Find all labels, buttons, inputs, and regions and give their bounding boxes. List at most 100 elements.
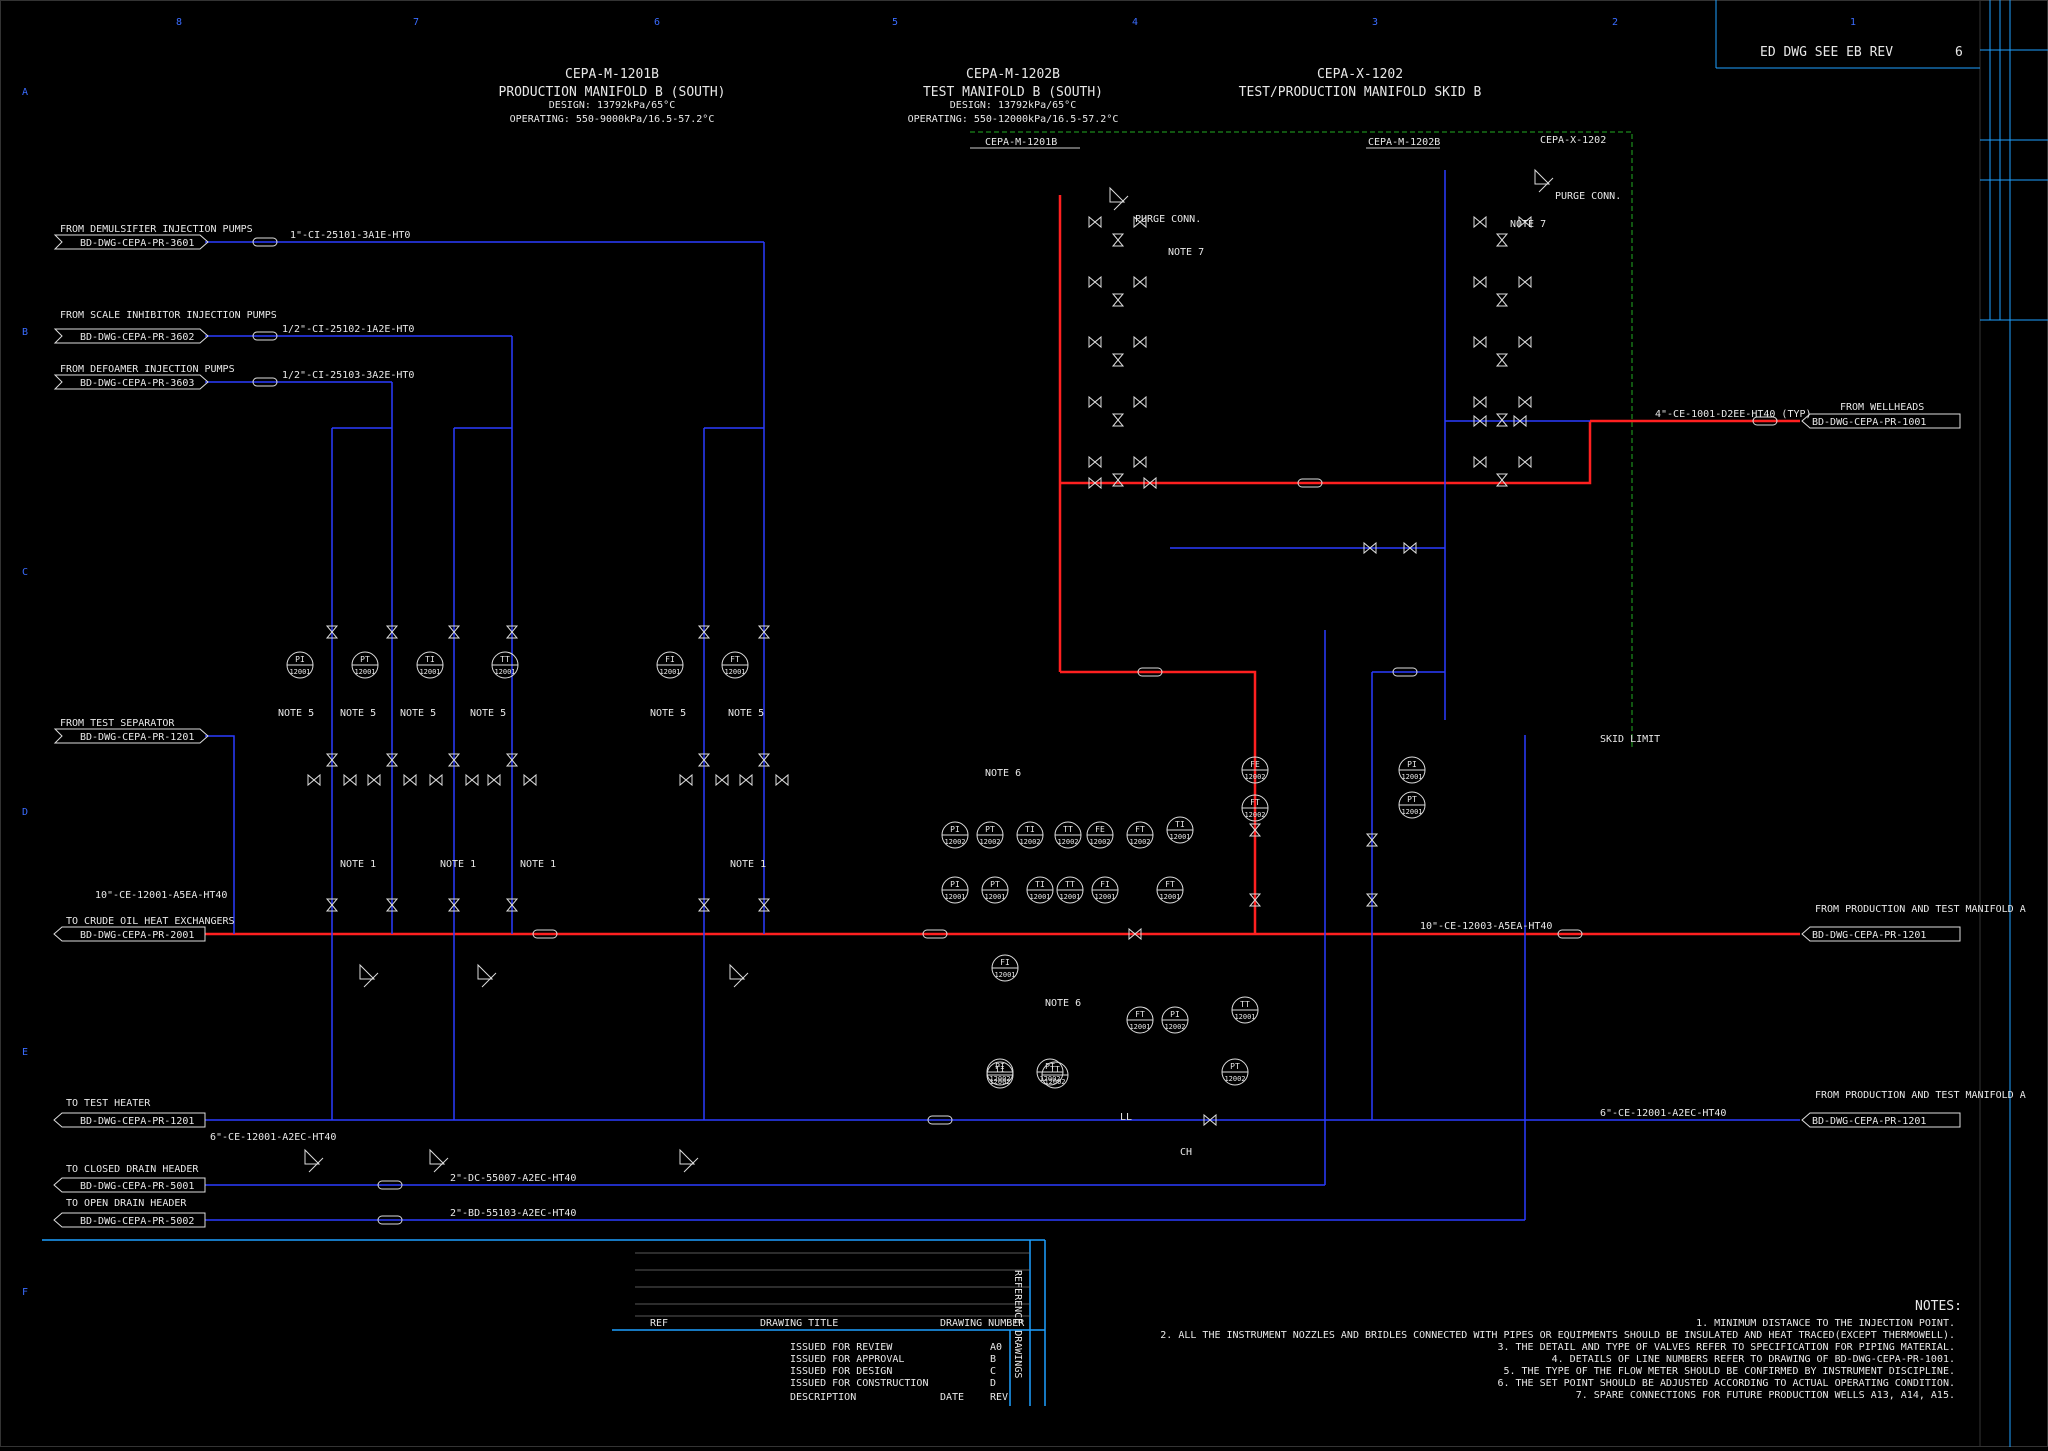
rev-cell-desc: ISSUED FOR REVIEW — [790, 1342, 893, 1353]
instrument-number: 12001 — [1159, 893, 1180, 901]
psv-symbol — [1110, 188, 1128, 210]
inlet-from: FROM PRODUCTION AND TEST MANIFOLD A — [1815, 904, 2026, 915]
inlet-ref: BD-DWG-CEPA-PR-1201 — [80, 732, 194, 743]
instrument-tag: TT — [1240, 1000, 1250, 1009]
outlet-open-drain: TO OPEN DRAIN HEADER BD-DWG-CEPA-PR-5002… — [54, 1198, 576, 1227]
svg-text:3: 3 — [1372, 17, 1378, 28]
outlet-to: TO OPEN DRAIN HEADER — [66, 1198, 187, 1209]
psv-symbol — [360, 965, 378, 987]
valve-symbol — [1134, 457, 1146, 467]
right-inlets: FROM WELLHEADS BD-DWG-CEPA-PR-1001 4"-CE… — [1420, 402, 2026, 1127]
inlet-line: 1/2"-CI-25103-3A2E-HT0 — [282, 370, 414, 381]
header-line1: TEST MANIFOLD B (SOUTH) — [923, 85, 1103, 100]
instrument-tag: FI — [665, 655, 675, 664]
valve-symbol — [1474, 457, 1486, 467]
inlet-ref: BD-DWG-CEPA-PR-1201 — [1812, 930, 1926, 941]
valve-symbol — [1089, 277, 1101, 287]
svg-text:2: 2 — [1612, 17, 1618, 28]
instrument-number: 12001 — [659, 668, 680, 676]
ref-block-title: REFERENCE DRAWINGS — [1012, 1270, 1023, 1378]
svg-text:7: 7 — [413, 17, 419, 28]
instrument-number: 12002 — [1089, 838, 1110, 846]
svg-text:1: 1 — [1850, 17, 1856, 28]
instrument-number: 12002 — [1244, 773, 1265, 781]
note-label: NOTE 5 — [340, 708, 376, 719]
rev-header-date: DATE — [940, 1392, 964, 1403]
outlet-to: TO CLOSED DRAIN HEADER — [66, 1164, 199, 1175]
instrument-number: 12002 — [1224, 1075, 1245, 1083]
valve-symbol — [1497, 414, 1507, 426]
header-line2: DESIGN: 13792kPa/65°C — [950, 100, 1076, 111]
inlet-ref: BD-DWG-CEPA-PR-3602 — [80, 332, 194, 343]
inlet-line: 10"-CE-12003-A5EA-HT40 — [1420, 921, 1552, 932]
instrument-tag: PI — [950, 825, 960, 834]
rev-cell-desc: ISSUED FOR APPROVAL — [790, 1354, 904, 1365]
valve-symbol — [1134, 277, 1146, 287]
ch-label: CH — [1180, 1147, 1192, 1158]
valve-symbol — [776, 775, 788, 785]
main-header-line — [205, 195, 1800, 934]
inlet-line: 6"-CE-12001-A2EC-HT40 — [1600, 1108, 1726, 1119]
note-item: 3. THE DETAIL AND TYPE OF VALVES REFER T… — [1497, 1342, 1955, 1353]
header-line3: OPERATING: 550-9000kPa/16.5-57.2°C — [510, 114, 715, 125]
instrument-number: 12002 — [1244, 811, 1265, 819]
notes-heading: NOTES: — [1915, 1299, 1962, 1314]
ref-col-ref: REF — [650, 1318, 668, 1329]
outlet-ref: BD-DWG-CEPA-PR-5001 — [80, 1181, 194, 1192]
inlet-ref: BD-DWG-CEPA-PR-3601 — [80, 238, 194, 249]
inlet-line: 1/2"-CI-25102-1A2E-HT0 — [282, 324, 414, 335]
instrument-number: 12001 — [1094, 893, 1115, 901]
drawing-number: ED DWG SEE EB REV — [1760, 45, 1893, 60]
instrument-number: 12002 — [1129, 838, 1150, 846]
note-label: NOTE 5 — [400, 708, 436, 719]
instrument-tag: PT — [360, 655, 370, 664]
rev-header-desc: DESCRIPTION — [790, 1392, 856, 1403]
header-line1: PRODUCTION MANIFOLD B (SOUTH) — [499, 85, 726, 100]
valve-symbol — [1134, 397, 1146, 407]
valve-symbol — [1089, 457, 1101, 467]
instrument-tag: PI — [1407, 760, 1417, 769]
inlet-line: 1"-CI-25101-3A1E-HT0 — [290, 230, 410, 241]
inlet-from: FROM TEST SEPARATOR — [60, 718, 175, 729]
instrument-number: 12001 — [354, 668, 375, 676]
note-label: NOTE 5 — [728, 708, 764, 719]
valve-symbol — [1474, 397, 1486, 407]
note-item: 1. MINIMUM DISTANCE TO THE INJECTION POI… — [1696, 1318, 1955, 1329]
valve-symbol — [344, 775, 356, 785]
instrument-number: 12001 — [944, 893, 965, 901]
svg-text:C: C — [22, 567, 28, 578]
inlet-from: FROM WELLHEADS — [1840, 402, 1924, 413]
note-label: NOTE 5 — [650, 708, 686, 719]
note-item: 4. DETAILS OF LINE NUMBERS REFER TO DRAW… — [1552, 1354, 1955, 1365]
valve-symbol — [1113, 354, 1123, 366]
instrument-number: 12001 — [1169, 833, 1190, 841]
inlet-ref: BD-DWG-CEPA-PR-1001 — [1812, 417, 1926, 428]
rev-cell-rev: D — [990, 1378, 996, 1389]
revision-inner-lines — [635, 1253, 1030, 1316]
inlet-test-separator: FROM TEST SEPARATOR BD-DWG-CEPA-PR-1201 — [55, 718, 208, 743]
instrument-tag: PT — [985, 825, 995, 834]
valve-symbol — [1134, 337, 1146, 347]
valve-symbol — [1474, 277, 1486, 287]
valve-symbol — [524, 775, 536, 785]
ll-label: LL — [1120, 1112, 1132, 1123]
skid-limit-box: CEPA-X-1202 CEPA-M-1201B CEPA-M-1202B SK… — [970, 132, 1660, 748]
instrument-number: 12001 — [1401, 808, 1422, 816]
inlet-manifold-a-test: FROM PRODUCTION AND TEST MANIFOLD A BD-D… — [1600, 1090, 2026, 1127]
instrument-bubble: PT 12001 — [352, 652, 378, 678]
valve-symbol — [1089, 337, 1101, 347]
